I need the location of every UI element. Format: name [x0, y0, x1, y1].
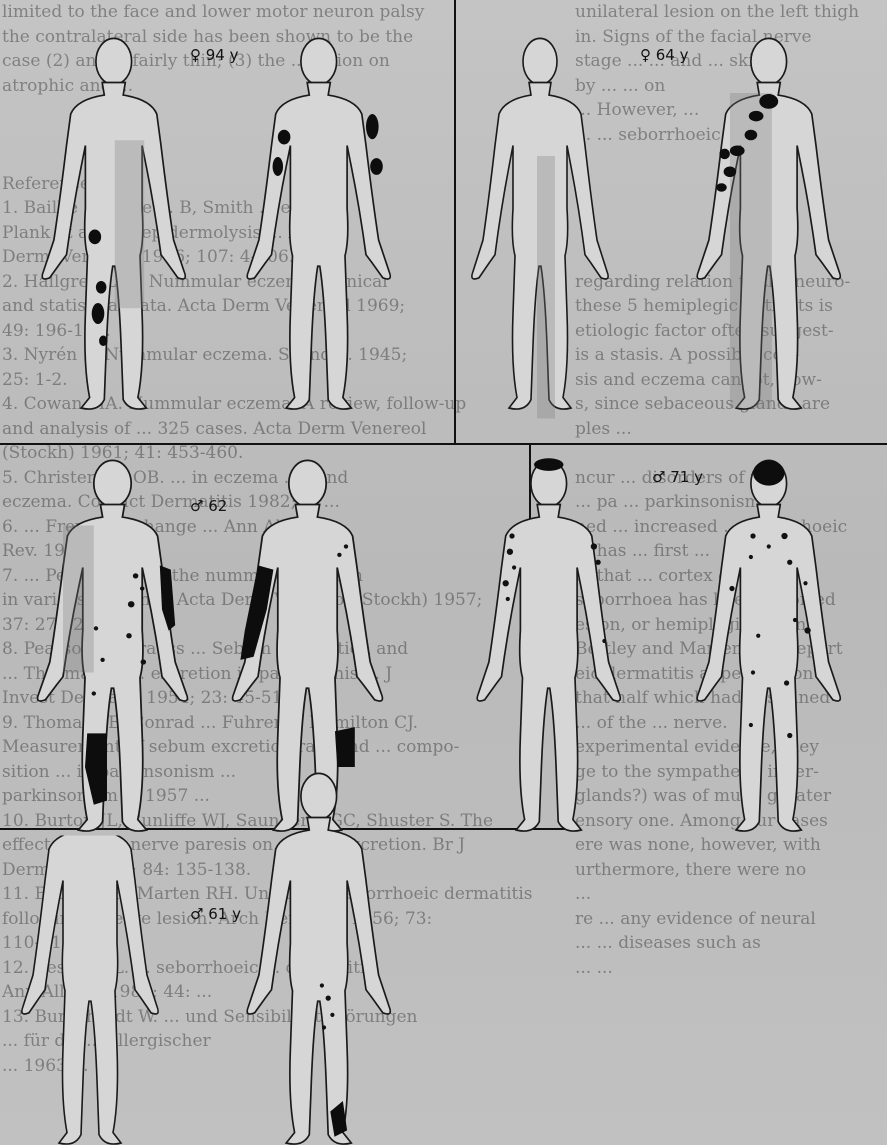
panel-label-1: ♀ 94 y [190, 46, 239, 64]
panel-label-4: ♂ 71 y [652, 468, 703, 486]
panel-label-2: ♀ 64 y [640, 46, 689, 64]
panel-3-front-figure [38, 460, 188, 831]
panel-4-front-figure [477, 458, 620, 831]
panel-2-front-figure [472, 38, 608, 418]
panel-1-front-figure [42, 38, 185, 409]
panel-label-5: ♂ 61 y [190, 905, 241, 923]
panel-3-back-figure [233, 460, 383, 831]
panel-1-back-figure [247, 38, 390, 409]
panel-2-back-figure [697, 38, 840, 409]
panel-4-back-figure [697, 460, 840, 831]
panel-label-3: ♂ 62 [190, 497, 227, 515]
